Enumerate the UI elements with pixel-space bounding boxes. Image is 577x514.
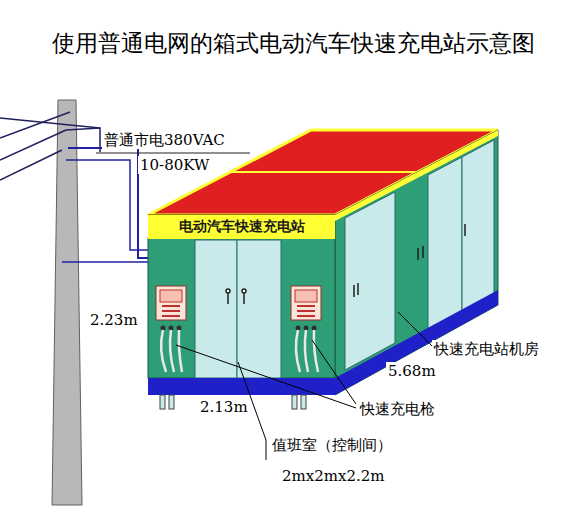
- sign-text: 电动汽车快速充电站: [179, 218, 305, 236]
- roof-ridge: [230, 171, 416, 173]
- base-rail: [148, 378, 335, 395]
- part-name: 值班室（控制间）: [270, 436, 394, 454]
- charger-panel: [156, 286, 186, 331]
- roof-ridge: [230, 130, 311, 172]
- machine-room-door: [462, 140, 494, 320]
- machine-room-door: [345, 192, 395, 370]
- power-rating: 10-80KW: [138, 156, 211, 174]
- supply-voltage: 普通市电380VAC: [102, 131, 227, 149]
- leader-lines: [176, 312, 432, 460]
- length-dimension: 5.68m: [386, 362, 438, 380]
- width-dimension: 2.13m: [198, 398, 250, 416]
- power-wire: [0, 130, 66, 160]
- part-name: 快速充电站机房: [432, 340, 541, 358]
- door-handles: [354, 224, 465, 297]
- control-room-door: [195, 240, 237, 378]
- label-underline: [96, 153, 250, 154]
- control-room-door: [237, 240, 281, 378]
- supply-cable: [68, 148, 148, 258]
- diagram-title: 使用普通电网的箱式电动汽车快速充电站示意图: [52, 30, 535, 58]
- station-sign-band: 电动汽车快速充电站: [148, 214, 335, 239]
- door-handles: [226, 289, 246, 304]
- machine-room-door: [428, 157, 462, 338]
- height-dimension: 2.23m: [88, 311, 140, 329]
- size-note: 2mx2mx2.2m: [280, 467, 387, 485]
- supply-cable: [62, 261, 148, 263]
- supply-cable: [66, 160, 148, 250]
- control-room-wall: [148, 238, 335, 378]
- part-name: 快速充电枪: [358, 400, 437, 418]
- power-wire: [0, 112, 70, 138]
- power-wire: [0, 150, 62, 180]
- charger-panel: [291, 286, 321, 331]
